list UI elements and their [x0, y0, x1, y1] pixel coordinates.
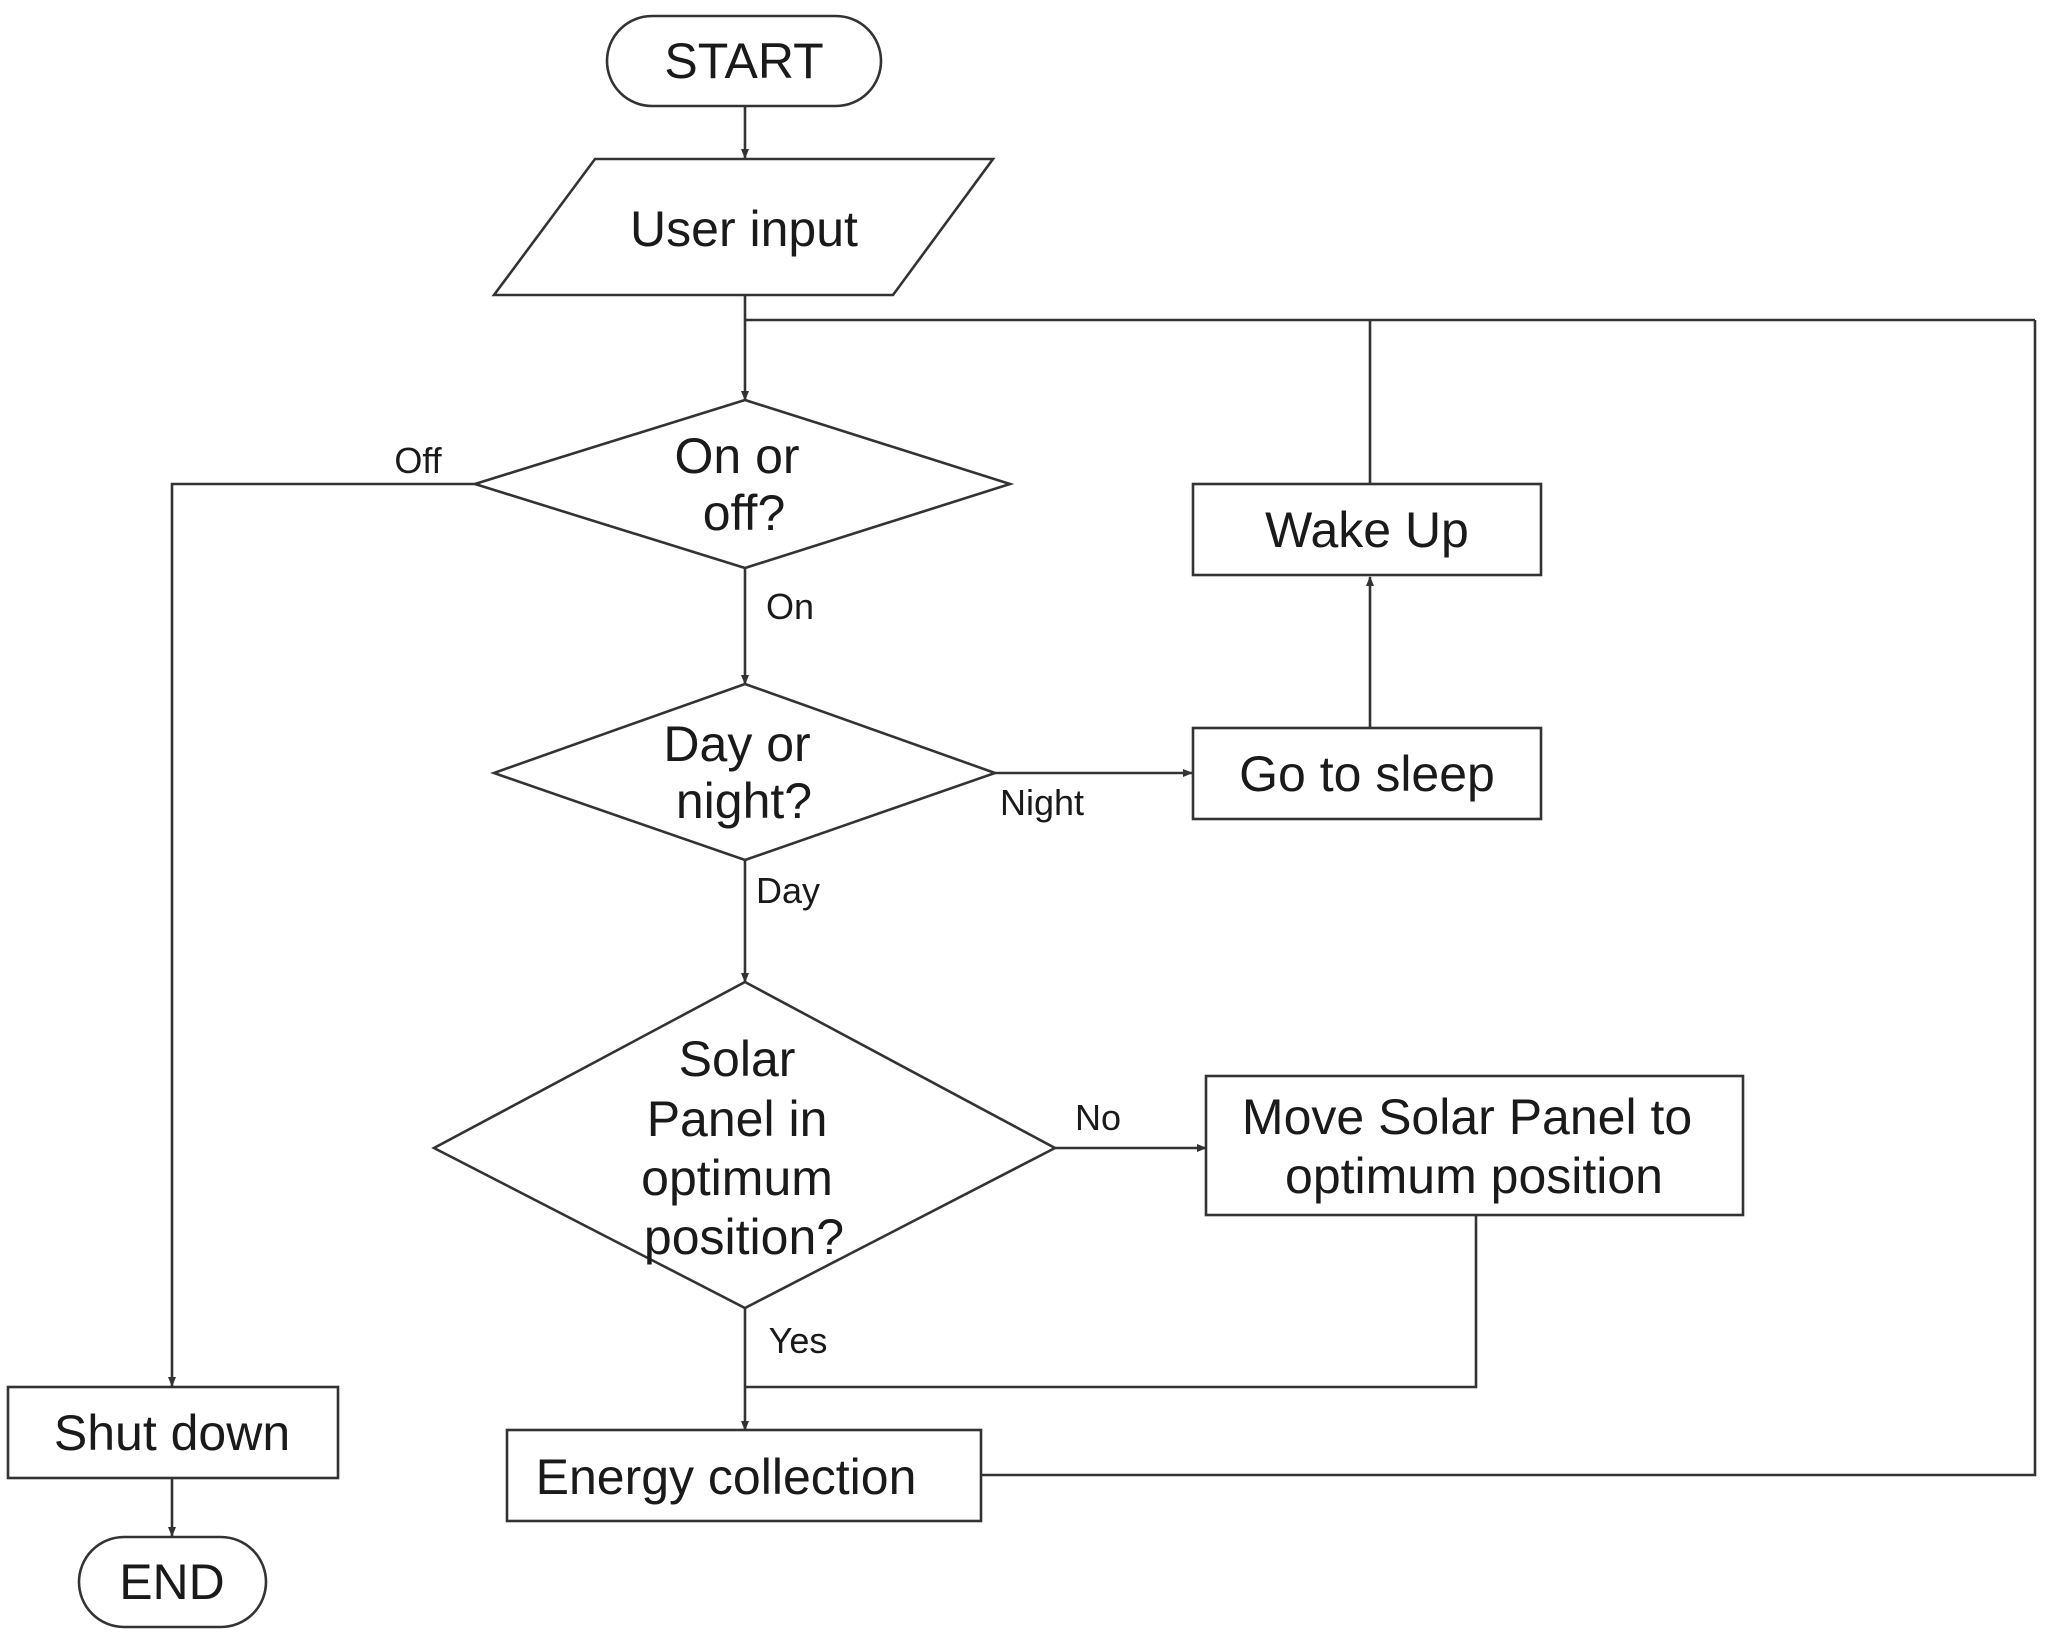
shut-down-box — [6, 1385, 340, 1480]
edge-label-day: Day — [756, 870, 820, 911]
start-node: START — [605, 14, 883, 108]
edge-move-to-energy — [745, 1216, 1478, 1389]
wake-up-label: Wake Up — [1265, 502, 1469, 558]
solar-check-label: Solar Panel in optimum position? — [641, 1031, 847, 1265]
end-node: END — [77, 1535, 268, 1629]
go-to-sleep-node: Go to sleep — [1191, 726, 1543, 821]
wake-up-node: Wake Up — [1191, 482, 1543, 577]
move-panel-box — [1204, 1074, 1745, 1217]
day-night-label: Day or night? — [663, 716, 824, 829]
energy-collection-box — [505, 1428, 983, 1523]
edge-off-to-shutdown — [168, 482, 475, 1387]
edge-label-off: Off — [394, 440, 442, 481]
end-terminator — [77, 1535, 268, 1629]
user-input-parallelogram — [491, 157, 996, 297]
edge-label-no: No — [1075, 1097, 1121, 1138]
edge-label-night: Night — [1000, 782, 1084, 823]
shut-down-label: Shut down — [54, 1405, 290, 1461]
wake-up-box — [1191, 482, 1543, 577]
energy-collection-label: Energy collection — [536, 1449, 917, 1505]
on-off-label: On or off? — [675, 428, 814, 541]
day-night-diamond — [490, 682, 999, 862]
go-to-sleep-box — [1191, 726, 1543, 821]
user-input-label: User input — [630, 201, 858, 257]
edge-label-on: On — [766, 586, 814, 627]
on-off-decision: On or off? — [470, 398, 1015, 570]
connectors — [168, 107, 2037, 1537]
move-panel-label: Move Solar Panel to optimum position — [1242, 1089, 1706, 1204]
energy-collection-node: Energy collection — [505, 1428, 983, 1523]
on-off-diamond — [470, 398, 1015, 570]
go-to-sleep-label: Go to sleep — [1239, 746, 1495, 802]
edge-labels: Off On Night Day No Yes — [394, 440, 1121, 1361]
shut-down-node: Shut down — [6, 1385, 340, 1480]
solar-check-decision: Solar Panel in optimum position? — [431, 980, 1058, 1310]
edge-energy-loop-back — [982, 320, 2037, 1477]
edge-label-yes: Yes — [769, 1320, 828, 1361]
start-terminator — [605, 14, 883, 108]
end-label: END — [119, 1554, 225, 1610]
move-panel-node: Move Solar Panel to optimum position — [1204, 1074, 1745, 1217]
day-night-decision: Day or night? — [490, 682, 999, 862]
solar-check-diamond — [431, 980, 1058, 1310]
start-label: START — [664, 33, 823, 89]
user-input-node: User input — [491, 157, 996, 297]
